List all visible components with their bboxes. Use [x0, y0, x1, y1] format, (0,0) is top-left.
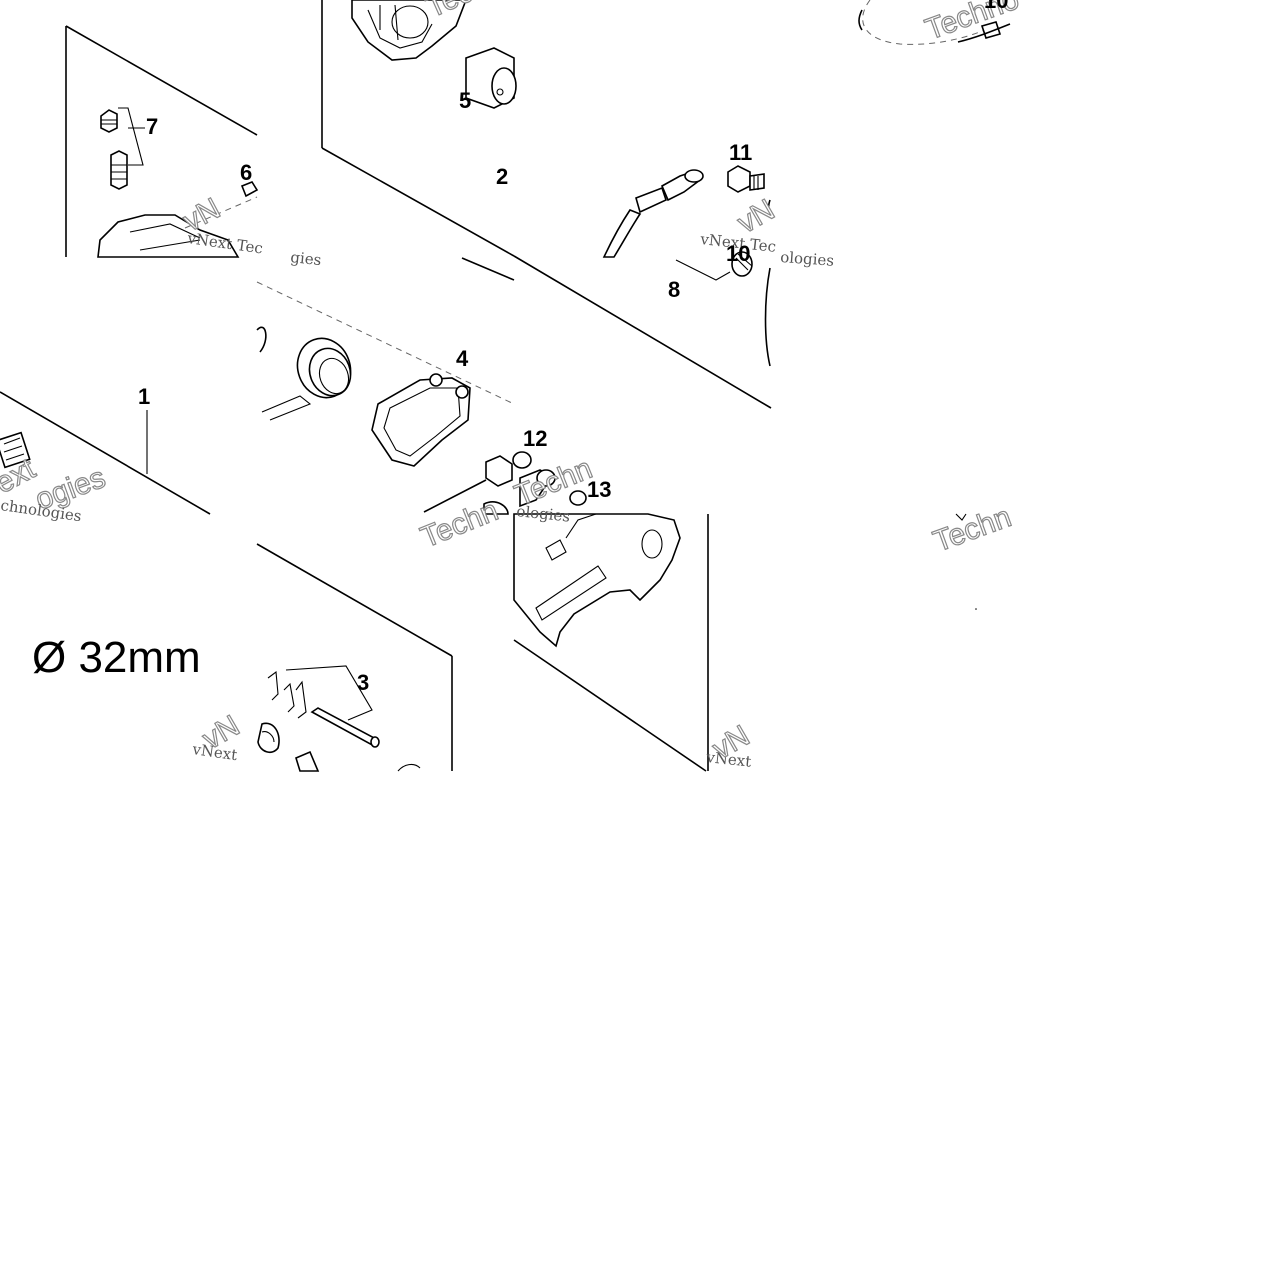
tile-diameter: ext ogies chnologies: [0, 391, 211, 525]
callout-8: 8: [668, 277, 680, 302]
callout-1: 1: [138, 384, 150, 409]
tile-watermark-right: Techn: [929, 500, 1016, 610]
piston: [465, 47, 517, 109]
caliper-body: [97, 214, 240, 258]
callout-3: 3: [357, 670, 369, 695]
callout-10: 10: [726, 241, 750, 266]
svg-text:ologies: ologies: [780, 248, 835, 270]
tile-bracket: vNext vN ologies Techn: [485, 451, 756, 772]
caliper-half: [351, 0, 467, 61]
bleeder-screw-lower: [110, 150, 128, 190]
tile-pins-clips: vNext vN: [190, 543, 453, 772]
part-6: [240, 181, 259, 198]
diameter-label: Ø 32mm: [32, 633, 201, 682]
callout-5: 5: [459, 88, 471, 113]
tile-caliper-body: vNext Tec vN: [65, 25, 264, 258]
logo-fragment: [0, 431, 31, 469]
svg-text:gies: gies: [290, 248, 323, 269]
callout-6: 6: [240, 160, 252, 185]
callout-12: 12: [523, 426, 547, 451]
banjo-bolt-11: [727, 165, 765, 193]
seal-partial: [256, 326, 267, 353]
svg-text:Technolo: Technolo: [421, 0, 544, 24]
banjo-fitting-13: [519, 469, 587, 508]
callout-13: 13: [587, 477, 611, 502]
bleeder-screw-upper: [100, 109, 118, 133]
leader-3: [285, 665, 373, 721]
callout-2: 2: [496, 164, 508, 189]
caliper-bracket: [513, 513, 681, 648]
callout-4: 4: [456, 346, 469, 371]
retaining-clips: [267, 665, 373, 721]
piston-seal: [296, 337, 352, 399]
leader-7: [118, 107, 144, 166]
brake-pad: [371, 373, 471, 467]
callout-11: 11: [729, 140, 752, 165]
svg-text:vNext: vNext: [705, 748, 753, 771]
svg-text:ologies: ologies: [516, 502, 571, 526]
svg-text:Techn: Techn: [929, 500, 1016, 558]
pad-pin: [310, 707, 380, 748]
pin-boot: [257, 722, 280, 754]
brake-hose: [602, 169, 704, 258]
tile-seals-pad: gies Techn: [256, 248, 515, 555]
tile-caliper-half: Technolo: [321, 0, 545, 257]
callout-7: 7: [146, 114, 158, 139]
svg-text:Techn: Techn: [416, 494, 503, 555]
banjo-fitting-10: [731, 251, 753, 277]
callout-10-top: 10: [984, 0, 1008, 13]
bolt-12: [485, 451, 532, 487]
leader-8: [675, 259, 731, 281]
svg-text:vN: vN: [732, 193, 780, 240]
